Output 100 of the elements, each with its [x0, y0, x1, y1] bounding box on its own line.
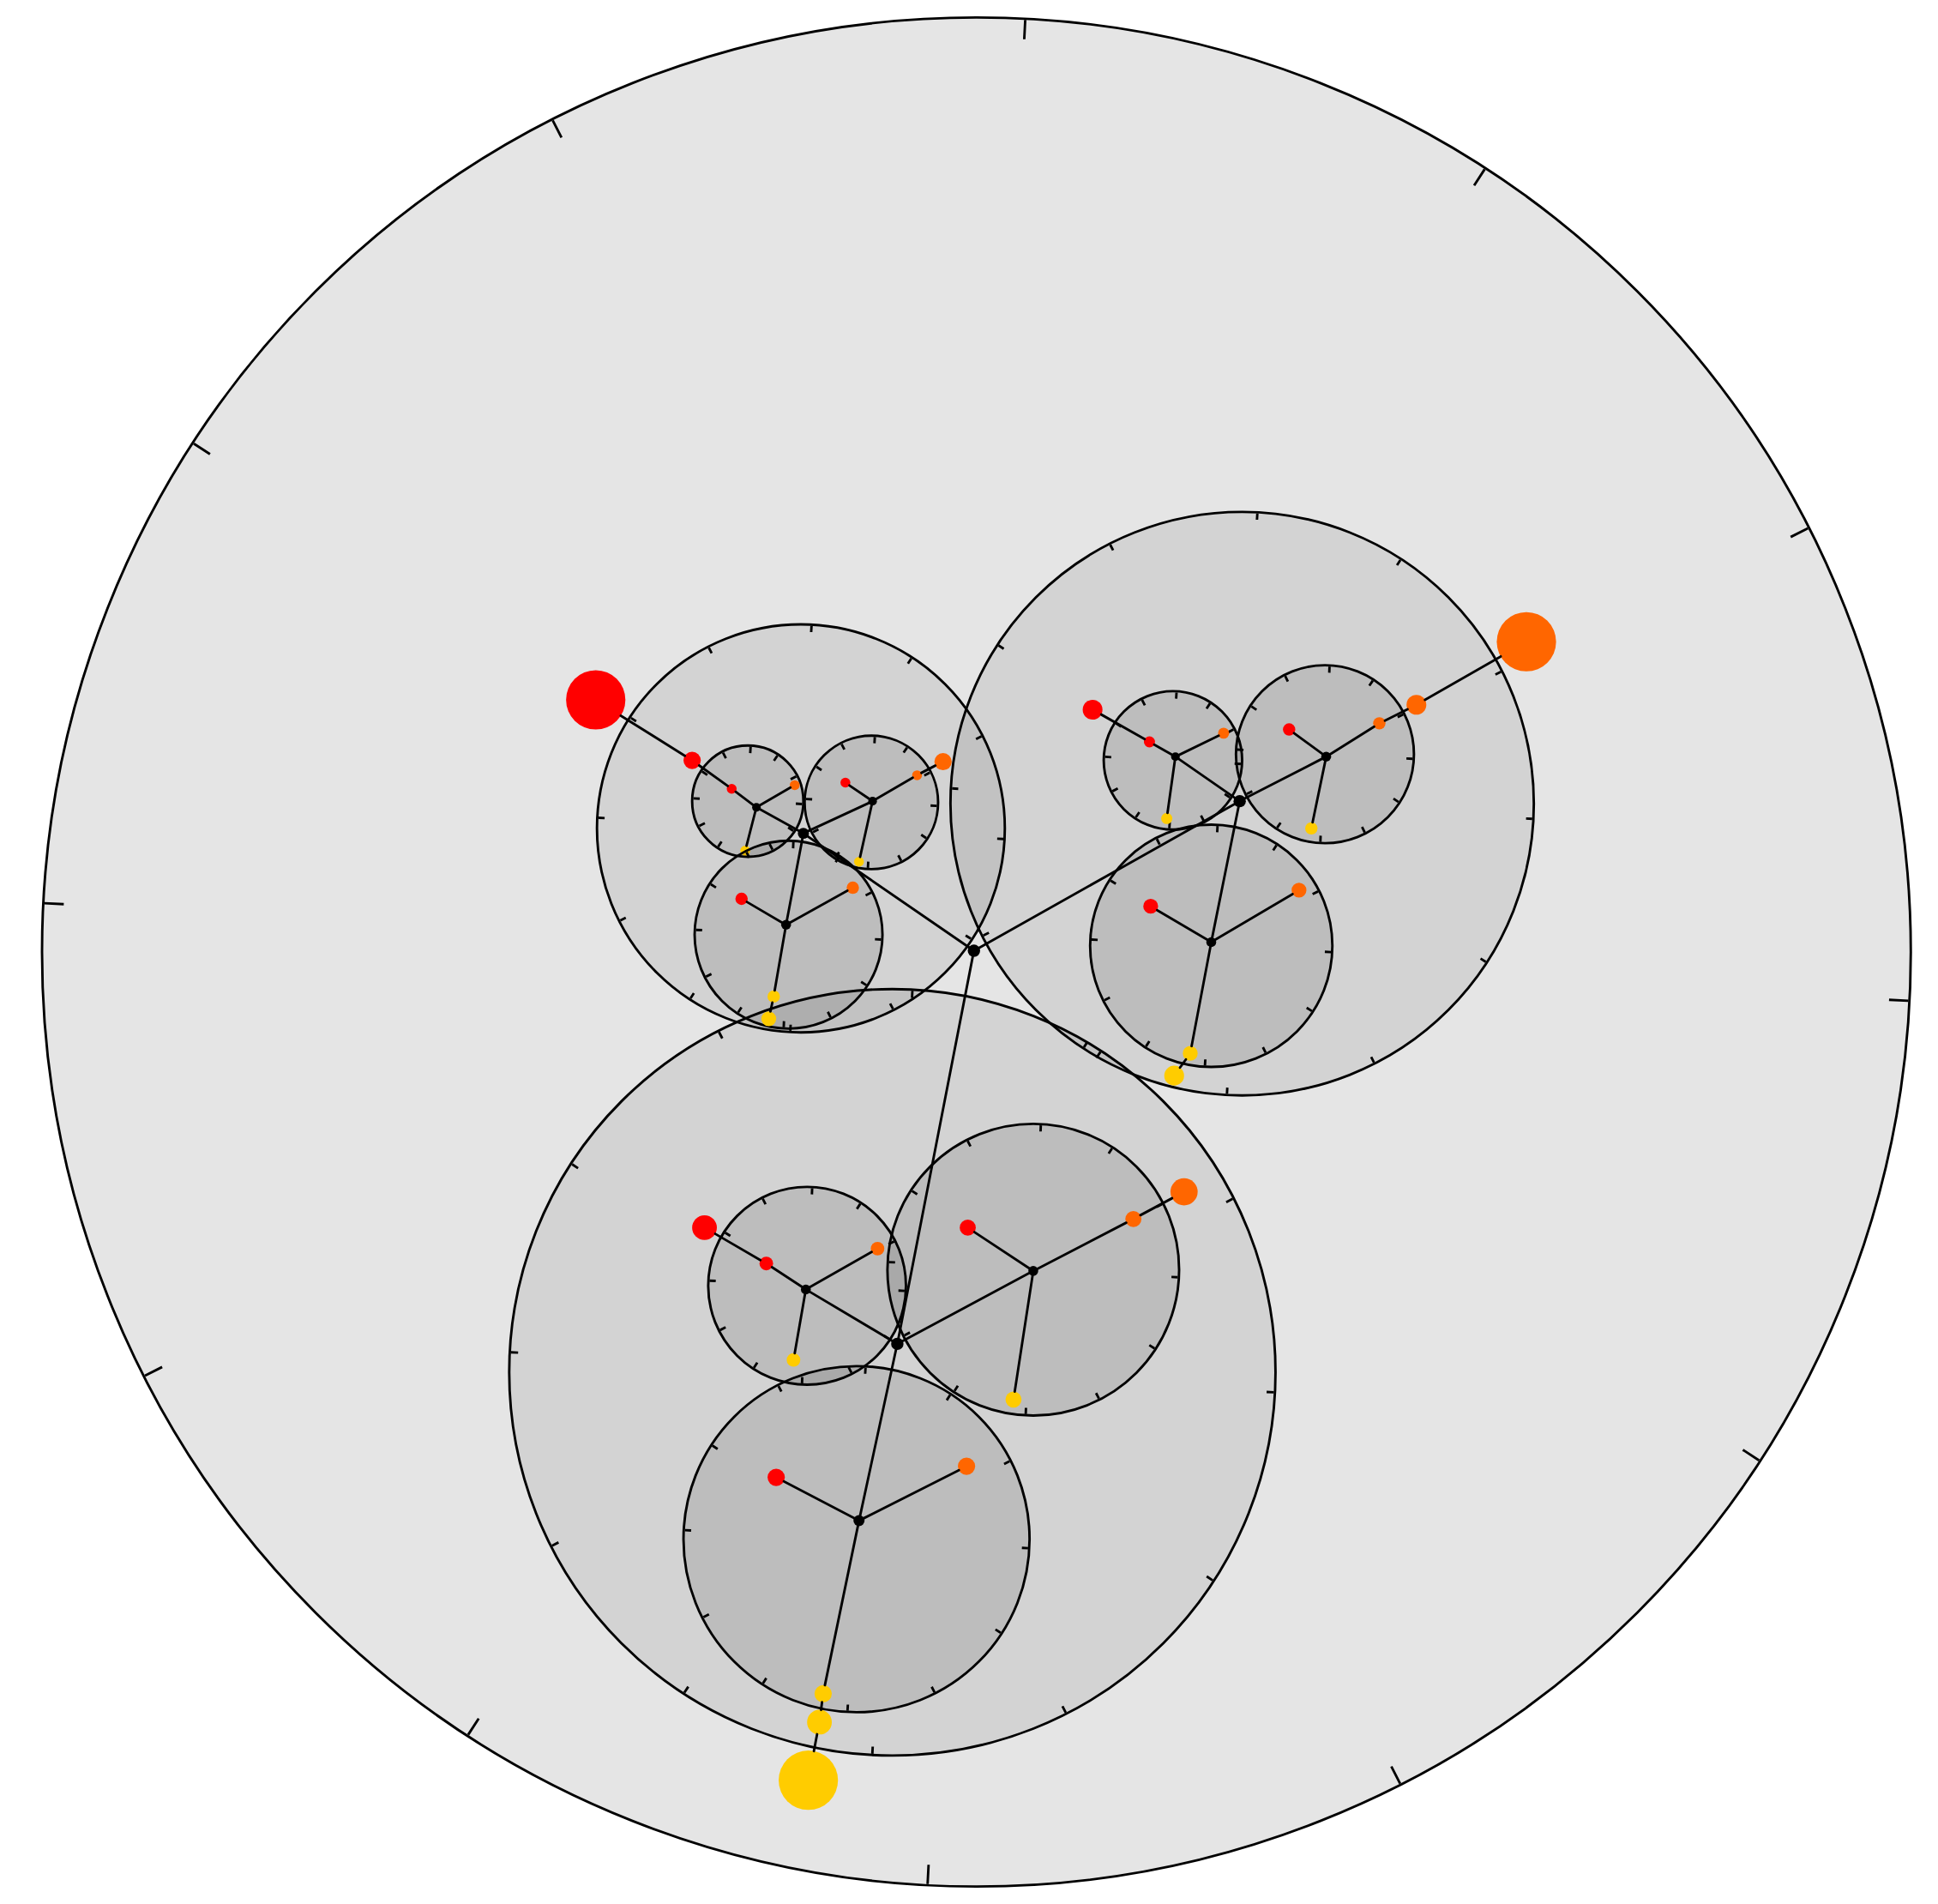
dot [1125, 1210, 1142, 1227]
hub-dot [1233, 794, 1246, 808]
dot [1170, 1178, 1198, 1206]
connector-line [768, 1001, 774, 1013]
dial-circle [1234, 664, 1416, 845]
dial-circle [693, 839, 884, 1030]
dot [1218, 727, 1230, 739]
connector-line [745, 810, 757, 847]
dot [1143, 736, 1155, 748]
dot [1164, 1065, 1184, 1086]
dot [692, 1215, 717, 1240]
connector-line [809, 1250, 873, 1289]
dot [740, 846, 750, 856]
hub-dot [967, 944, 980, 957]
dial-circle [948, 510, 1536, 1097]
dot [807, 1709, 832, 1735]
dot [960, 1220, 976, 1236]
connector-line [1329, 725, 1375, 756]
dial-circle [803, 734, 940, 871]
hub-dot [853, 1515, 865, 1527]
dot [1496, 612, 1556, 672]
connector-line [807, 801, 870, 833]
connector-line [820, 1701, 824, 1712]
connector-line [745, 901, 784, 924]
connector-line [770, 1266, 803, 1288]
dot [767, 990, 780, 1003]
connector-line [1036, 1221, 1128, 1270]
connector-line [806, 835, 971, 949]
connector-line [1213, 892, 1294, 942]
connector-line [619, 714, 687, 757]
connector-line [1155, 908, 1209, 942]
hub-dot [1028, 1266, 1038, 1276]
connector-line [793, 1292, 807, 1355]
connector-line [759, 808, 800, 832]
connector-line [1177, 734, 1220, 756]
dot [912, 770, 923, 780]
connector-line [1139, 1196, 1174, 1217]
connector-line [1166, 759, 1177, 815]
connector-line [1013, 1274, 1034, 1393]
dot [790, 780, 800, 791]
dot [566, 670, 626, 730]
connector-line [809, 1290, 894, 1342]
hub-dot [797, 828, 810, 840]
connector-line [1178, 1057, 1188, 1069]
dot [767, 1468, 785, 1486]
dot [1161, 812, 1173, 824]
connector-line [785, 837, 804, 922]
dot [779, 1750, 839, 1811]
dot [1183, 1045, 1198, 1061]
connector-line [782, 1479, 856, 1520]
connector-line [1292, 732, 1324, 756]
dot [1291, 883, 1307, 898]
connector-line [972, 1231, 1031, 1270]
connector-line [858, 804, 873, 859]
connector-line [1190, 945, 1212, 1048]
hub-dot [752, 803, 761, 812]
hub-dot [780, 919, 791, 931]
dial-circle [508, 987, 1277, 1757]
dial-circle [40, 15, 1912, 1889]
dial-circle [707, 1185, 907, 1386]
connector-line [1383, 708, 1409, 722]
dot [870, 1242, 885, 1256]
connector-line [897, 955, 974, 1340]
dot [846, 881, 859, 895]
connector-line [758, 786, 792, 807]
connector-line [713, 1232, 762, 1262]
dial-circle [1102, 690, 1243, 831]
dot [1082, 699, 1103, 720]
connector-line [773, 928, 787, 992]
connector-line [823, 1524, 859, 1687]
dial-circle [1088, 823, 1334, 1069]
connector-line [858, 1348, 898, 1517]
connector-line [1243, 757, 1323, 800]
connector-line [875, 776, 914, 800]
hub-dot [891, 1337, 904, 1351]
connector-line [1311, 760, 1327, 824]
hub-dot [1321, 751, 1332, 762]
dot [761, 1011, 777, 1027]
dot [1143, 899, 1159, 914]
hub-dot [868, 797, 877, 806]
connector-line [978, 803, 1236, 949]
dot [1283, 723, 1296, 736]
connector-line [734, 790, 755, 806]
connector-line [697, 764, 730, 787]
dot [958, 1457, 976, 1475]
dot [1406, 695, 1427, 715]
connector-line [1153, 743, 1173, 756]
dot [1305, 822, 1318, 835]
dot [853, 857, 864, 867]
dot [759, 1256, 773, 1271]
connector-line [1177, 757, 1237, 799]
connector-line [789, 889, 849, 924]
dot [735, 892, 748, 906]
hub-dot [1206, 937, 1217, 948]
dot [1373, 717, 1386, 730]
connector-line [1423, 654, 1502, 702]
hub-dot [801, 1284, 811, 1295]
dot [786, 1353, 801, 1367]
dot [934, 752, 952, 771]
dot [683, 751, 701, 769]
